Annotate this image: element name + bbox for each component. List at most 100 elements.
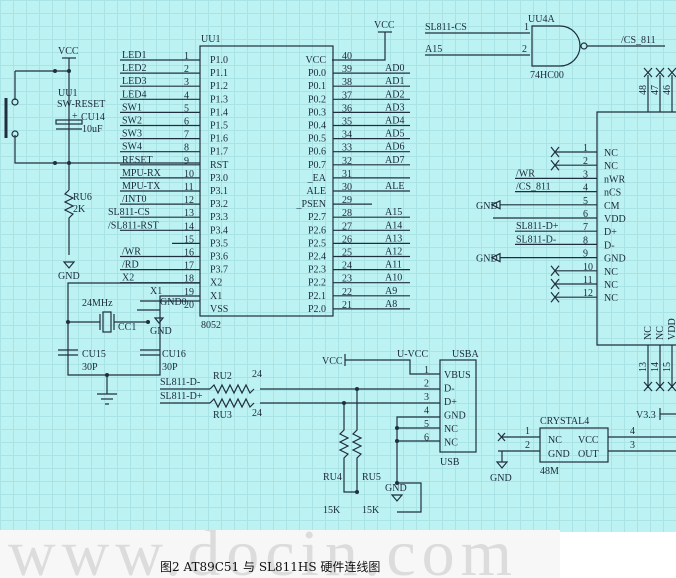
sl811-pin-name: NC bbox=[655, 326, 666, 340]
mcu-net-label: /WR bbox=[122, 247, 141, 258]
mcu-pin-number: 19 bbox=[184, 287, 194, 298]
u-vcc-label: U-VCC bbox=[397, 349, 428, 360]
mcu-pin-name: P0.3 bbox=[308, 107, 326, 118]
reset-switch-icon bbox=[4, 98, 19, 138]
mcu-net-label: MPU-RX bbox=[122, 168, 162, 179]
mcu-pin-name: P0.7 bbox=[308, 160, 326, 171]
junction bbox=[67, 69, 71, 73]
cu14-value: 10uF bbox=[82, 124, 103, 135]
osc-pin-nc: NC bbox=[548, 435, 562, 446]
junction bbox=[67, 161, 71, 165]
reset-wires bbox=[14, 58, 200, 190]
sl811-pin-number: 8 bbox=[583, 235, 588, 246]
osc-pin1-num: 1 bbox=[525, 426, 530, 437]
no-connect-icon bbox=[667, 381, 676, 392]
sl811-pin-number: 12 bbox=[583, 288, 593, 299]
mcu-pin-name: P0.2 bbox=[308, 94, 326, 105]
vcc-label-mcu: VCC bbox=[374, 20, 395, 31]
usb-pin-number: 6 bbox=[424, 433, 429, 444]
gnd-label-reset: GND bbox=[58, 271, 80, 282]
gate-out-net: /CS_811 bbox=[621, 35, 656, 46]
sl811-pins: NC1NC2nWR3/WRnCS4/CS_811CM5GNDVDD6D+7SL8… bbox=[476, 143, 626, 304]
sl811-pin-number: 2 bbox=[583, 156, 588, 167]
crystal-value: 24MHz bbox=[82, 298, 113, 309]
sl811-dp-net: SL811-D+ bbox=[160, 391, 203, 402]
sl811-pin-number: 14 bbox=[650, 362, 661, 372]
mcu-pin-number: 31 bbox=[342, 169, 352, 180]
reset-switch-label: SW-RESET bbox=[57, 99, 105, 110]
sl811-net-label: SL811-D+ bbox=[516, 221, 559, 232]
mcu-pin-number: 25 bbox=[342, 248, 352, 259]
mcu-pin-name: P0.4 bbox=[308, 121, 326, 132]
usb-pin-number: 3 bbox=[424, 392, 429, 403]
sl811-pin-name: D+ bbox=[604, 227, 617, 238]
usb-pin-name: D- bbox=[444, 384, 455, 395]
mcu-pin-number: 22 bbox=[342, 287, 352, 298]
mcu-pin-number: 20 bbox=[184, 300, 194, 311]
x1-net: X1 bbox=[150, 286, 162, 297]
ru3-value: 24 bbox=[252, 408, 262, 419]
gnd-label-usb: GND bbox=[385, 483, 407, 494]
oscillator-value: 48M bbox=[540, 466, 559, 477]
gate-in1-net: SL811-CS bbox=[425, 22, 467, 33]
mcu-pin-number: 35 bbox=[342, 117, 352, 128]
mcu-pin-number: 36 bbox=[342, 103, 352, 114]
nand-gate-icon bbox=[531, 25, 581, 67]
resistor-icon bbox=[63, 189, 75, 255]
mcu-pin-name: P1.2 bbox=[210, 81, 228, 92]
vbus-wire bbox=[344, 354, 440, 375]
sl811-pin-name: NC bbox=[604, 280, 618, 291]
junction bbox=[395, 426, 399, 430]
ground-arrow-icon bbox=[495, 461, 509, 469]
mcu-pin-name: P3.7 bbox=[210, 265, 228, 276]
mcu-pin-name: P0.1 bbox=[308, 81, 326, 92]
capacitor-polarized-icon bbox=[55, 119, 83, 130]
sl811-pin-name: NC bbox=[604, 161, 618, 172]
mcu-pin-number: 16 bbox=[184, 248, 194, 259]
mcu-pin-name: P1.7 bbox=[210, 147, 228, 158]
mcu-part: 8052 bbox=[201, 320, 221, 331]
sl811-net-label: GND bbox=[476, 254, 498, 265]
mcu-net-label: RESET bbox=[122, 155, 153, 166]
mcu-pin-name: P3.4 bbox=[210, 225, 228, 236]
sl811-pin-number: 4 bbox=[583, 183, 588, 194]
sl811-net-label: SL811-D- bbox=[516, 234, 556, 245]
mcu-net-label: AD4 bbox=[385, 116, 404, 127]
mcu-pin-number: 14 bbox=[184, 221, 194, 232]
mcu-pin-number: 32 bbox=[342, 156, 352, 167]
junction bbox=[105, 373, 109, 377]
mcu-pin-number: 15 bbox=[184, 234, 194, 245]
ground-arrow-icon bbox=[62, 261, 76, 269]
mcu-net-label: A8 bbox=[385, 299, 397, 310]
mcu-pin-name: VSS bbox=[210, 304, 228, 315]
no-connect-icon bbox=[550, 159, 560, 171]
mcu-pin-name: P2.5 bbox=[308, 238, 326, 249]
usb-pin-number: 5 bbox=[424, 419, 429, 430]
figure-caption: 图2 AT89C51 与 SL811HS 硬件连线图 bbox=[160, 560, 381, 574]
usb-connector-body bbox=[439, 359, 477, 453]
sl811-body bbox=[596, 111, 676, 346]
usb-pin-name: VBUS bbox=[444, 370, 471, 381]
mcu-pin-name: P2.1 bbox=[308, 291, 326, 302]
usb-pin-name: D+ bbox=[444, 397, 457, 408]
mcu-pin-number: 18 bbox=[184, 274, 194, 285]
sl811-net-label: /WR bbox=[516, 168, 535, 179]
mcu-net-label: SW2 bbox=[122, 116, 142, 127]
mcu-pin-name: ALE bbox=[307, 186, 326, 197]
usb-part: USB bbox=[440, 457, 460, 468]
osc-pin4-num: 4 bbox=[630, 426, 635, 437]
mcu-pin-number: 13 bbox=[184, 208, 194, 219]
cu14-plus: + bbox=[72, 111, 78, 122]
mcu-net-label: LED3 bbox=[122, 76, 146, 87]
no-connect-icon bbox=[643, 381, 653, 392]
ru2-ref: RU2 bbox=[213, 371, 232, 382]
sl811-pin-name: VDD bbox=[604, 214, 626, 225]
sl811-pin-name: NC bbox=[643, 326, 654, 340]
mcu-pin-number: 17 bbox=[184, 261, 194, 272]
mcu-net-label: A13 bbox=[385, 233, 402, 244]
mcu-net-label: A14 bbox=[385, 220, 402, 231]
sl811-pin-number: 10 bbox=[583, 262, 593, 273]
mcu-pin-name: P3.2 bbox=[210, 199, 228, 210]
ru2-value: 24 bbox=[252, 369, 262, 380]
mcu-pin-number: 12 bbox=[184, 195, 194, 206]
